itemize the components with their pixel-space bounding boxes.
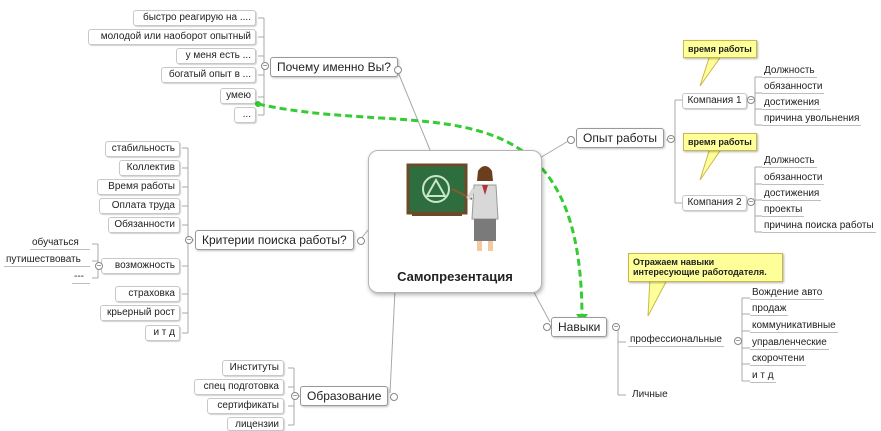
company2-item-5[interactable]: причина поиска работы [762, 220, 876, 233]
company1-item-2[interactable]: обязанности [762, 81, 825, 94]
company2-node[interactable]: Компания 2 [682, 195, 747, 211]
company2-item-4[interactable]: проекты [762, 204, 805, 217]
company1-item-4[interactable]: причина увольнения [762, 113, 862, 126]
note-skills: Отражаем навыки интересующие работодател… [628, 253, 783, 282]
education-item-2[interactable]: спец подготовка [194, 379, 284, 395]
company1-item-1[interactable]: Должность [762, 65, 817, 78]
collapse-toggle-company1[interactable]: − [747, 95, 755, 104]
criteria-item-2[interactable]: Коллектив [119, 160, 180, 176]
criteria-item-7[interactable]: страховка [115, 286, 180, 302]
professional-item-6[interactable]: и т д [750, 370, 776, 383]
company2-item-3[interactable]: достижения [762, 188, 822, 201]
branch-why-you[interactable]: Почему именно Вы? [270, 57, 398, 77]
branch-experience[interactable]: Опыт работы [576, 128, 665, 148]
skills-personal[interactable]: Личные [632, 389, 668, 400]
branch-education[interactable]: Образование [300, 386, 389, 406]
criteria-item-8[interactable]: крьерный рост [100, 305, 180, 321]
collapse-toggle-company2[interactable]: − [747, 197, 755, 206]
link-center-why [397, 71, 431, 151]
education-item-1[interactable]: Институты [222, 360, 284, 376]
skills-professional[interactable]: профессиональные [628, 334, 724, 347]
company1-node[interactable]: Компания 1 [682, 93, 747, 109]
criteria-item-4[interactable]: Оплата труда [99, 198, 180, 214]
teacher-illustration [406, 163, 499, 251]
connector-dot-education [390, 393, 398, 401]
branch-criteria[interactable]: Критерии поиска работы? [195, 230, 354, 250]
company2-item-1[interactable]: Должность [762, 155, 817, 168]
collapse-toggle-professional[interactable]: − [734, 336, 742, 345]
education-item-3[interactable]: сертификаты [207, 398, 284, 414]
collapse-toggle-skills[interactable]: − [612, 322, 620, 331]
note-company1-time: время работы [683, 40, 757, 59]
connector-dot-why [394, 66, 402, 74]
professional-item-5[interactable]: скорочтени [750, 353, 807, 366]
possibility-item-2[interactable]: путишествовать [4, 254, 90, 267]
collapse-toggle-experience[interactable]: − [667, 134, 675, 143]
professional-item-4[interactable]: управленческие [750, 337, 829, 350]
collapse-toggle-why[interactable]: − [261, 61, 269, 70]
possibility-item-3[interactable]: --- [72, 271, 90, 284]
criteria-item-9[interactable]: и т д [145, 325, 180, 341]
education-item-4[interactable]: лицензии [227, 417, 284, 431]
why-item-1[interactable]: быстро реагирую на .... [133, 10, 256, 26]
professional-item-1[interactable]: Вождение авто [750, 287, 825, 300]
link-center-education [389, 289, 396, 394]
dashed-link-skill-to-skills [257, 102, 584, 319]
collapse-toggle-education[interactable]: − [291, 391, 299, 400]
possibility-item-1[interactable]: обучаться [30, 237, 90, 250]
central-topic[interactable]: Самопрезентация [368, 150, 542, 293]
why-item-6[interactable]: ... [234, 107, 256, 123]
connector-dot-criteria [357, 237, 365, 245]
company1-item-3[interactable]: достижения [762, 97, 822, 110]
connector-dot-skills [543, 323, 551, 331]
why-item-3[interactable]: у меня есть ... [176, 48, 256, 64]
criteria-item-3[interactable]: Время работы [97, 179, 180, 195]
branch-skills[interactable]: Навыки [551, 317, 608, 337]
connector-dot-experience [567, 136, 575, 144]
collapse-toggle-possibility[interactable]: − [95, 261, 103, 270]
note-company2-time: время работы [683, 133, 757, 152]
why-item-4[interactable]: богатый опыт в ... [161, 67, 256, 83]
why-item-2[interactable]: молодой или наоборот опытный [88, 29, 256, 45]
professional-item-2[interactable]: продаж [750, 303, 789, 316]
company2-item-2[interactable]: обязанности [762, 172, 825, 185]
why-item-5[interactable]: умею [220, 88, 256, 104]
criteria-item-1[interactable]: стабильность [105, 141, 180, 157]
collapse-toggle-criteria[interactable]: − [185, 235, 193, 244]
professional-item-3[interactable]: коммуникативные [750, 320, 838, 333]
central-title: Самопрезентация [397, 269, 513, 284]
criteria-item-5[interactable]: Обязанности [108, 217, 180, 233]
criteria-item-possibility[interactable]: возможность [101, 258, 180, 274]
